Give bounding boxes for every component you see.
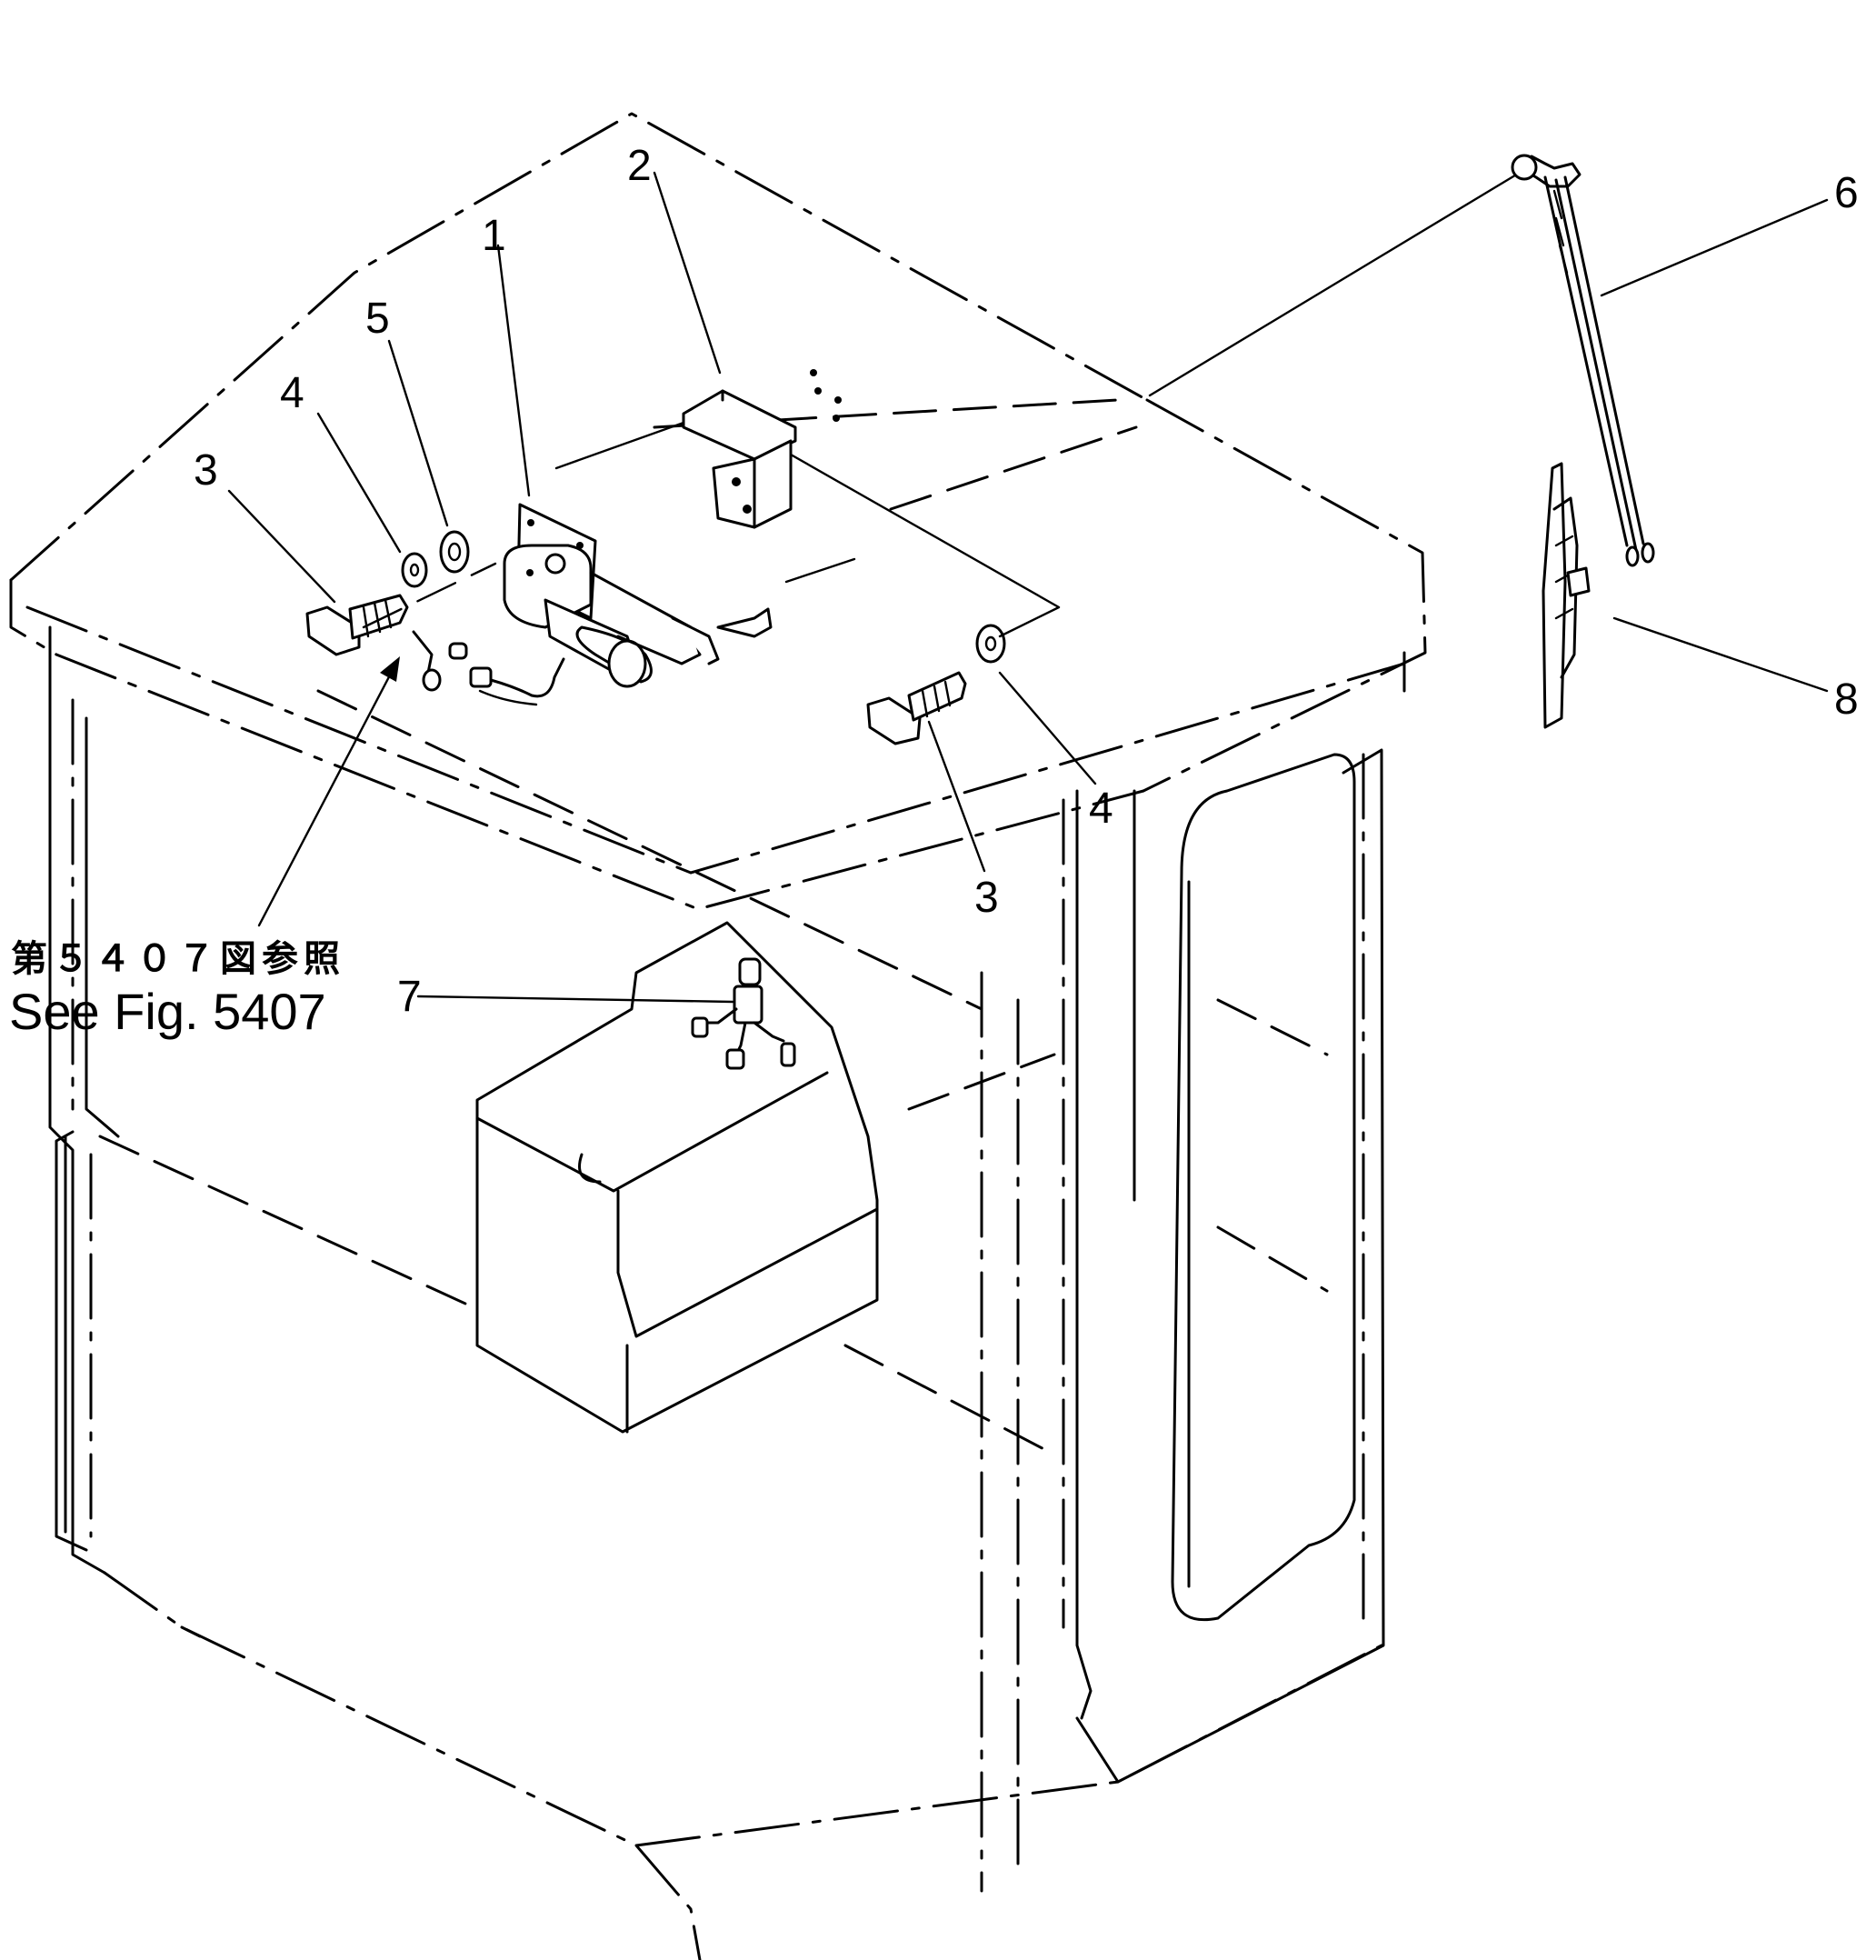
callout-5: 5 [365, 295, 390, 343]
reference-note-english: See Fig. 5407 [9, 983, 326, 1040]
leader-lines [227, 171, 1829, 1004]
callout-4-right: 4 [1089, 785, 1113, 833]
motor-bracket [682, 369, 842, 529]
wire-harness [412, 630, 565, 706]
cab-body [9, 112, 1427, 1960]
washer-right-hole [984, 635, 997, 652]
wiper-arm [1511, 154, 1655, 567]
axis-line-bracket [554, 421, 685, 470]
callout-3-right: 3 [974, 874, 999, 922]
callout-4-left: 4 [280, 369, 304, 417]
callout-3-left: 3 [194, 446, 218, 495]
washer-left-hole [409, 563, 420, 577]
callout-6: 6 [1834, 169, 1859, 217]
bolt-left [305, 594, 409, 656]
control-console [475, 921, 879, 1434]
reference-note-japanese: 第５４０７図参照 [11, 938, 345, 980]
callout-8: 8 [1834, 675, 1859, 724]
bolt-right [866, 671, 967, 745]
wiper-blade [1542, 462, 1591, 729]
washer-left [401, 552, 428, 588]
axis-line-right [789, 453, 1061, 638]
callout-2: 2 [627, 142, 652, 190]
axis-line-bolt-right [784, 557, 856, 584]
wiper-switch-harness [691, 957, 796, 1070]
wiper-motor [503, 503, 773, 688]
callout-1: 1 [482, 212, 506, 260]
axis-line-left [362, 562, 497, 629]
lockwasher-hole [447, 542, 462, 562]
lockwasher [439, 530, 470, 574]
washer-right [975, 624, 1006, 664]
callout-7: 7 [397, 973, 422, 1021]
axis-line-cab-top [1148, 166, 1529, 397]
